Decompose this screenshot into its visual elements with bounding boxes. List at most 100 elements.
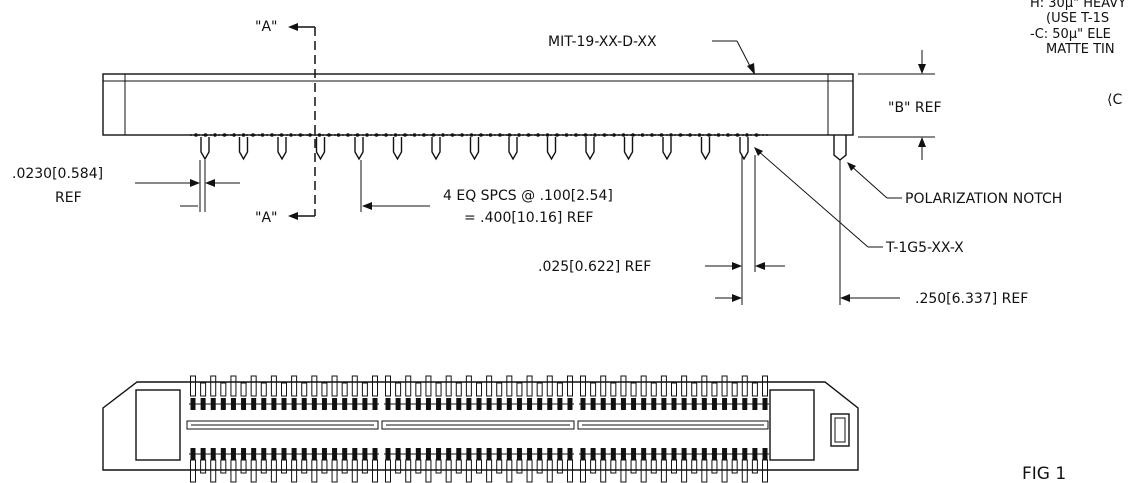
contact-top (311, 375, 318, 397)
pin-bump (450, 133, 455, 137)
contact-bottom (190, 459, 196, 483)
contact-bottom (260, 459, 267, 474)
contact-top (281, 382, 287, 397)
note-symbol: ⟨C (1107, 92, 1122, 108)
pin-bump (536, 133, 540, 137)
pin-bump (697, 133, 702, 137)
pin-bump (384, 133, 388, 137)
spacing-total: = .400[10.16] REF (464, 210, 593, 226)
contact-top (600, 375, 607, 397)
terminal-width-dimension: .025[0.622] REF (538, 155, 785, 305)
contact-bottom (546, 459, 553, 483)
contact-top (681, 375, 688, 397)
pin-bump (678, 133, 683, 137)
contact-bottom (455, 459, 462, 474)
terminal-pin (431, 137, 441, 161)
contact-bottom (301, 459, 308, 474)
terminal-pin (623, 137, 634, 161)
contact-bottom (405, 459, 412, 483)
contact-bottom (361, 459, 368, 474)
pin-bump (355, 133, 360, 137)
contact-bottom (762, 459, 768, 483)
terminal-pin (469, 137, 480, 161)
part-number-callout: MIT-19-XX-D-XX (548, 34, 755, 75)
contact-top (731, 382, 738, 397)
contact-top (445, 375, 452, 397)
contact-bottom (250, 459, 257, 483)
terminal-pin (238, 137, 249, 161)
pin-bump (498, 133, 502, 137)
contact-top (640, 375, 647, 397)
contact-top (385, 375, 391, 397)
left-mounting-pad (135, 389, 181, 461)
contact-top (506, 375, 513, 397)
contact-bottom (640, 459, 647, 483)
contact-bottom (395, 459, 402, 474)
contact-top (331, 375, 338, 397)
contact-top (341, 382, 348, 397)
contact-bottom (445, 459, 452, 483)
contact-bottom (506, 459, 513, 483)
center-beam (577, 420, 769, 430)
pin-bump (754, 133, 759, 137)
contact-top (711, 382, 718, 397)
contact-bottom (567, 459, 573, 483)
contact-top (610, 382, 617, 397)
contact-top (630, 382, 637, 397)
pin-bump (222, 133, 227, 137)
contact-bottom (496, 459, 503, 474)
notes-block: H: 30µ" HEAVY (USE T-1S -C: 50µ" ELE MAT… (1030, 0, 1126, 108)
contact-bottom (536, 459, 543, 474)
contact-top (516, 382, 523, 397)
contact-top (351, 375, 358, 397)
spacing-dimension: 4 EQ SPCS @ .100[2.54] = .400[10.16] REF (360, 160, 613, 226)
right-mounting-pad (769, 389, 815, 461)
terminal-label: T-1G5-XX-X (885, 240, 964, 256)
pin-bump (735, 133, 740, 137)
contact-bottom (526, 459, 533, 483)
contact-top (751, 382, 758, 397)
contact-top (190, 375, 196, 397)
contact-top (620, 375, 627, 397)
section-a-top-label: "A" (255, 19, 277, 35)
pin-row (190, 133, 770, 161)
pin-bump (241, 133, 246, 137)
pin-bump (460, 133, 464, 137)
contact-top (395, 382, 402, 397)
pin-bump (251, 133, 255, 137)
contact-top (671, 382, 677, 397)
pin-bump (393, 133, 398, 137)
pin-bump (203, 133, 208, 137)
contact-bottom (681, 459, 688, 483)
contact-bottom (270, 459, 277, 483)
pin-bump (232, 133, 236, 137)
notes-line-2: (USE T-1S (1046, 11, 1109, 26)
contact-bottom (691, 459, 698, 474)
contact-top (455, 382, 462, 397)
contact-top (691, 382, 698, 397)
pin-bump (602, 133, 607, 137)
polarization-notch (833, 135, 847, 161)
contact-bottom (556, 459, 563, 474)
contact-top (486, 375, 493, 397)
contact-bottom (435, 459, 442, 474)
contact-top (250, 375, 257, 397)
pin-bump (631, 133, 635, 137)
contact-top (220, 382, 227, 397)
contact-top (496, 382, 503, 397)
contact-top (546, 375, 553, 397)
pin-bump (308, 133, 312, 137)
contact-top (536, 382, 543, 397)
contact-top (372, 375, 378, 397)
contact-bottom (486, 459, 493, 483)
contact-top (465, 375, 472, 397)
terminal-pin (354, 137, 364, 161)
contact-bottom (701, 459, 708, 483)
pin-bump (574, 133, 578, 137)
contact-bottom (721, 459, 728, 483)
contact-top (260, 382, 267, 397)
terminal-pin (508, 137, 518, 161)
offset-dimension: .250[6.337] REF (715, 160, 1028, 307)
pin-bump (688, 133, 692, 137)
contact-top (660, 375, 667, 397)
